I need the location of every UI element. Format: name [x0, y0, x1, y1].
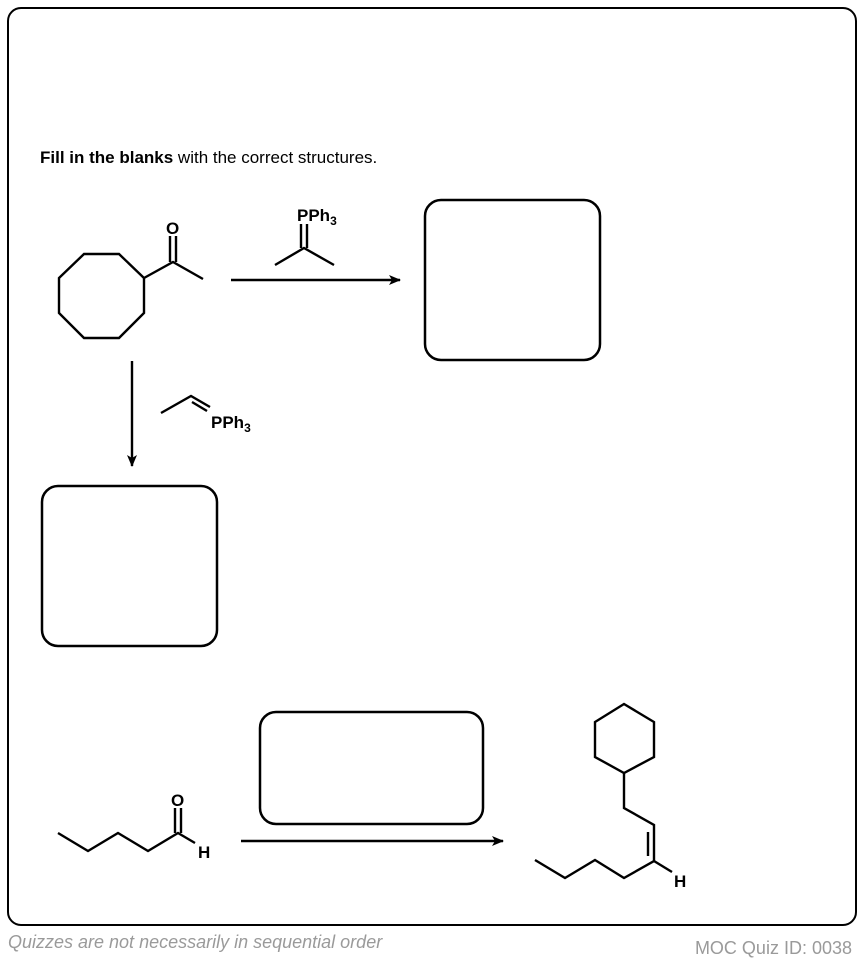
hydrogen-label: H	[198, 843, 210, 862]
svg-text:PPh3: PPh3	[211, 413, 251, 435]
footer-note: Quizzes are not necessarily in sequentia…	[8, 932, 383, 952]
instruction-text: Fill in the blanks with the correct stru…	[40, 148, 377, 168]
cyclooctyl-methyl-ketone: O	[57, 219, 204, 340]
instruction-rest: with the correct structures.	[173, 148, 378, 167]
answer-box-left[interactable]	[40, 484, 219, 648]
isopropylidene-ylide: PPh3	[274, 206, 337, 267]
quiz-frame	[7, 7, 857, 926]
cyclohexyl-alkene-product: H	[534, 702, 686, 891]
answer-box-reagent[interactable]	[258, 710, 485, 826]
hydrogen-label: H	[674, 872, 686, 891]
ethylidene-ylide: PPh3	[160, 394, 251, 435]
pentanal: O H	[57, 791, 210, 862]
oxygen-label: O	[171, 791, 184, 810]
answer-box-top-right[interactable]	[423, 198, 602, 362]
svg-text:PPh3: PPh3	[297, 206, 337, 228]
oxygen-label: O	[166, 219, 179, 238]
quiz-id: MOC Quiz ID: 0038	[694, 938, 852, 958]
instruction-bold: Fill in the blanks	[40, 148, 174, 167]
